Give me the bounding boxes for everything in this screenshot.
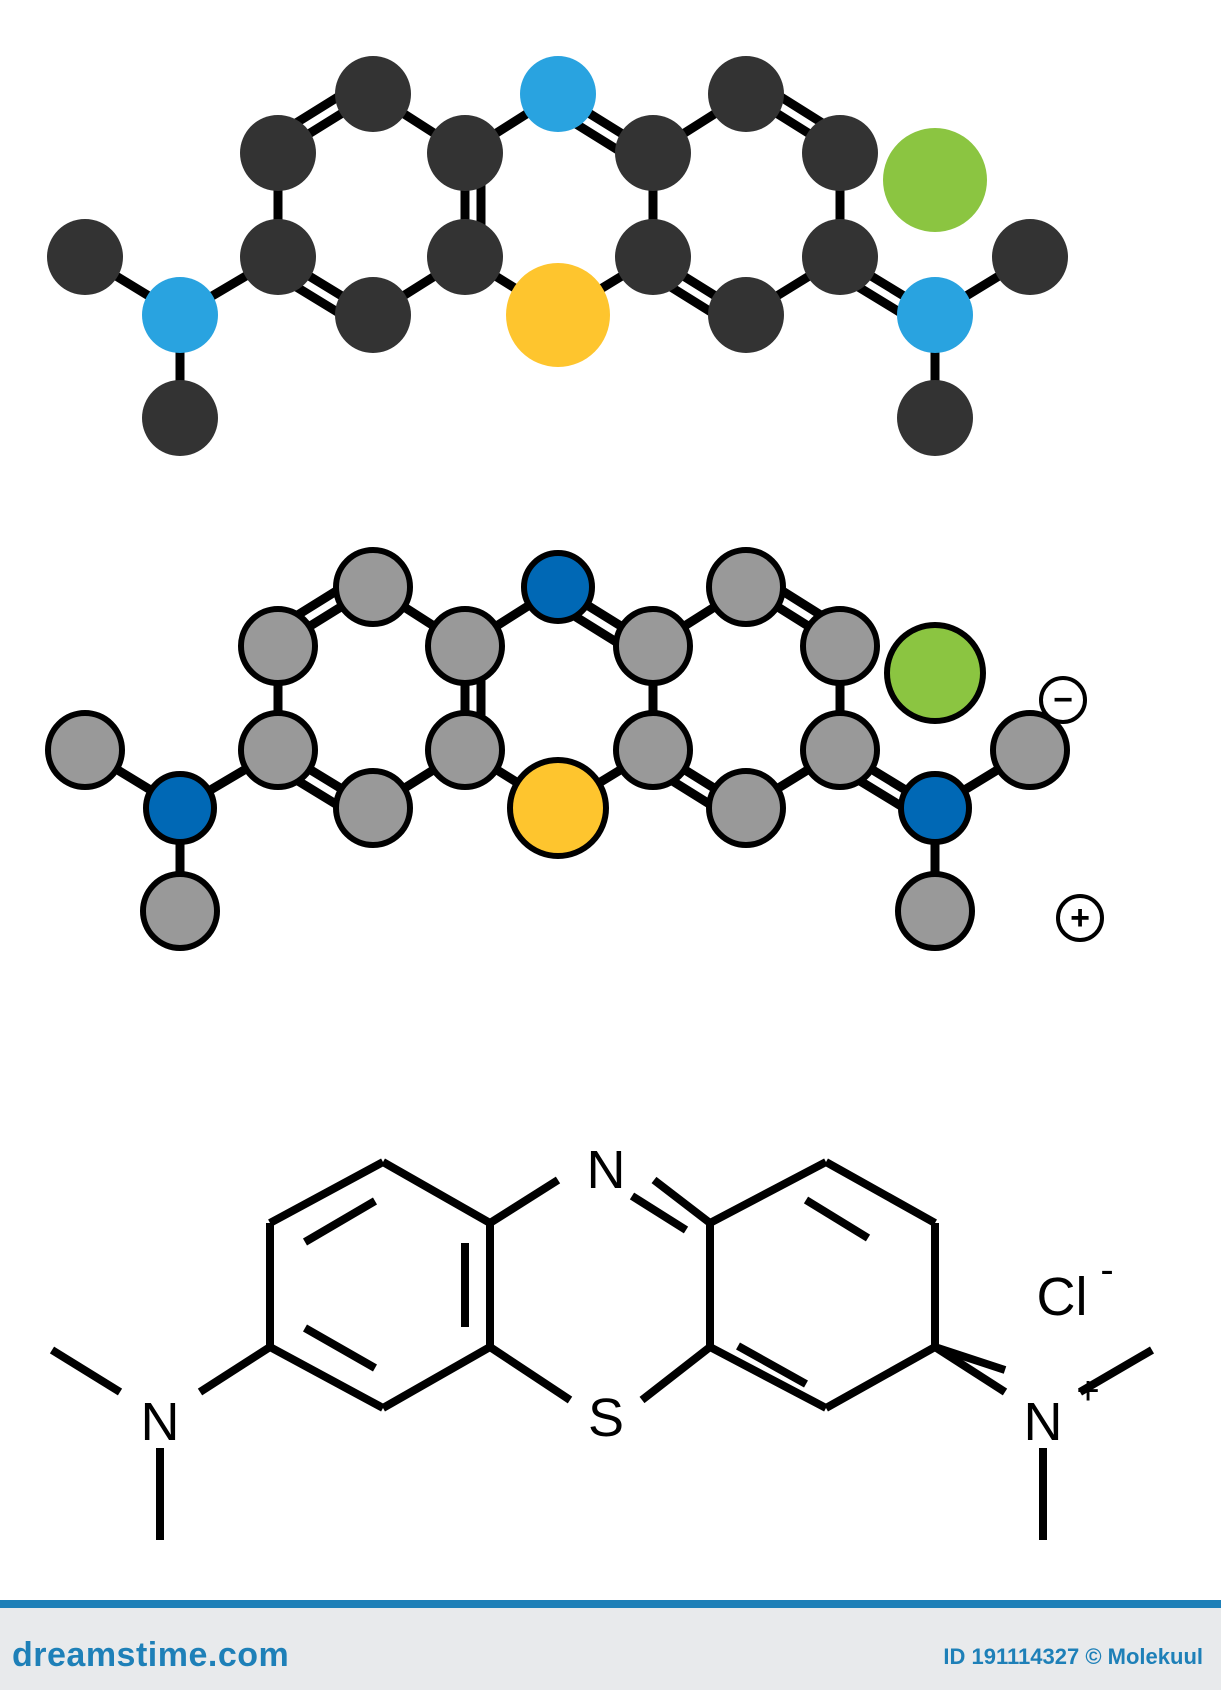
atom-flat-c bbox=[990, 710, 1070, 790]
atom-ball-c bbox=[142, 380, 218, 456]
skeletal-formula: N S N N + Cl - bbox=[49, 1140, 1155, 1540]
atom-flat-c bbox=[238, 606, 318, 686]
atom-flat-c bbox=[425, 606, 505, 686]
skeletal-bond bbox=[197, 1343, 273, 1396]
flat-ball-model: −+ bbox=[45, 547, 1104, 951]
atom-ball-c bbox=[992, 219, 1068, 295]
skeletal-bond bbox=[268, 1158, 385, 1227]
skeletal-bond bbox=[651, 1176, 713, 1227]
skeletal-bond bbox=[268, 1343, 385, 1412]
double-bond-line bbox=[571, 119, 623, 155]
anion-charge-badge bbox=[1039, 676, 1087, 724]
atom-ball-c bbox=[335, 56, 411, 132]
anion-charge-badge-symbol: − bbox=[1053, 681, 1073, 719]
skeletal-bond bbox=[49, 1346, 123, 1396]
skeletal-bond bbox=[708, 1158, 828, 1227]
atom-ball-c bbox=[335, 277, 411, 353]
footer-brand: dreamstime.com bbox=[12, 1636, 290, 1674]
atom-ball-c bbox=[802, 219, 878, 295]
atom-flat-c bbox=[800, 606, 880, 686]
double-bond-line bbox=[291, 585, 343, 621]
skeletal-double-bond bbox=[803, 1196, 871, 1242]
cation-charge-badge-symbol: + bbox=[1070, 899, 1090, 937]
double-bond-line bbox=[776, 92, 827, 128]
skeletal-double-bond bbox=[302, 1197, 378, 1246]
atom-ball-n bbox=[142, 277, 218, 353]
cation-charge-badge bbox=[1056, 894, 1104, 942]
footer-strip bbox=[0, 1600, 1221, 1608]
atom-ball-c bbox=[802, 115, 878, 191]
atom-ball-c bbox=[240, 219, 316, 295]
atom-ball-n bbox=[520, 56, 596, 132]
atom-flat-n bbox=[521, 550, 595, 624]
atom-ball-c bbox=[615, 115, 691, 191]
atom-flat-c bbox=[425, 710, 505, 790]
double-bond-line bbox=[853, 775, 905, 810]
atom-label-ring-nitrogen: N bbox=[587, 1140, 626, 1200]
skeletal-bond bbox=[824, 1343, 937, 1412]
atom-label-left-amine-nitrogen: N bbox=[141, 1392, 180, 1452]
skeletal-bond bbox=[381, 1343, 492, 1412]
skeletal-double-bond bbox=[933, 1343, 1007, 1374]
double-bond-line bbox=[853, 282, 905, 317]
atom-label-chloride-charge: - bbox=[1100, 1248, 1113, 1292]
atom-flat-s bbox=[507, 757, 609, 859]
atom-flat-c bbox=[895, 871, 975, 951]
skeletal-bond bbox=[708, 1343, 828, 1412]
atom-flat-n bbox=[898, 771, 972, 845]
double-bond-line bbox=[776, 585, 827, 621]
footer-credit: ID 191114327 © Molekuul bbox=[943, 1644, 1203, 1669]
double-bond-line bbox=[666, 775, 716, 810]
atom-flat-c bbox=[706, 547, 786, 627]
atom-ball-c bbox=[427, 219, 503, 295]
atom-ball-c bbox=[708, 277, 784, 353]
atom-flat-c bbox=[800, 710, 880, 790]
atom-label-right-amine-nitrogen: N bbox=[1024, 1392, 1063, 1452]
atom-flat-c bbox=[613, 710, 693, 790]
atom-ball-s bbox=[506, 263, 610, 367]
skeletal-bonds bbox=[49, 1158, 1155, 1540]
atom-ball-c bbox=[615, 219, 691, 295]
atom-flat-c bbox=[238, 710, 318, 790]
atom-ball-c bbox=[47, 219, 123, 295]
watermark-footer: dreamstime.com ID 191114327 © Molekuul bbox=[0, 1600, 1221, 1690]
skeletal-bond bbox=[639, 1343, 713, 1404]
atom-flat-cl bbox=[884, 622, 986, 724]
atom-label-right-amine-charge: + bbox=[1076, 1369, 1099, 1413]
atom-flat-c bbox=[613, 606, 693, 686]
atom-flat-c bbox=[45, 710, 125, 790]
atom-flat-c bbox=[333, 547, 413, 627]
skeletal-double-bond bbox=[629, 1192, 689, 1234]
atom-ball-c bbox=[427, 115, 503, 191]
atom-ball-cl bbox=[883, 128, 987, 232]
double-bond-line bbox=[291, 282, 343, 317]
skeletal-bond bbox=[824, 1158, 937, 1227]
double-bond-line bbox=[571, 612, 623, 648]
atom-flat-c bbox=[706, 768, 786, 848]
atom-ball-c bbox=[897, 380, 973, 456]
skeletal-bond bbox=[381, 1158, 492, 1227]
atom-label-chloride: Cl bbox=[1037, 1267, 1088, 1327]
ball-and-stick-model bbox=[47, 56, 1068, 456]
skeletal-double-bond bbox=[736, 1342, 808, 1388]
double-bond-line bbox=[291, 92, 343, 128]
atom-ball-c bbox=[708, 56, 784, 132]
atom-flat-c bbox=[333, 768, 413, 848]
double-bond-line bbox=[666, 282, 716, 317]
double-bond-line bbox=[291, 775, 343, 810]
skeletal-bond bbox=[1077, 1346, 1155, 1396]
atom-flat-n bbox=[143, 771, 217, 845]
skeletal-double-bond bbox=[303, 1324, 377, 1372]
atom-flat-c bbox=[140, 871, 220, 951]
skeletal-bond bbox=[487, 1176, 561, 1227]
atom-label-sulfur: S bbox=[588, 1388, 624, 1448]
skeletal-bond bbox=[487, 1343, 573, 1404]
atom-ball-c bbox=[240, 115, 316, 191]
atom-ball-n bbox=[897, 277, 973, 353]
skeletal-atom-labels: N S N N + Cl - bbox=[141, 1140, 1114, 1452]
